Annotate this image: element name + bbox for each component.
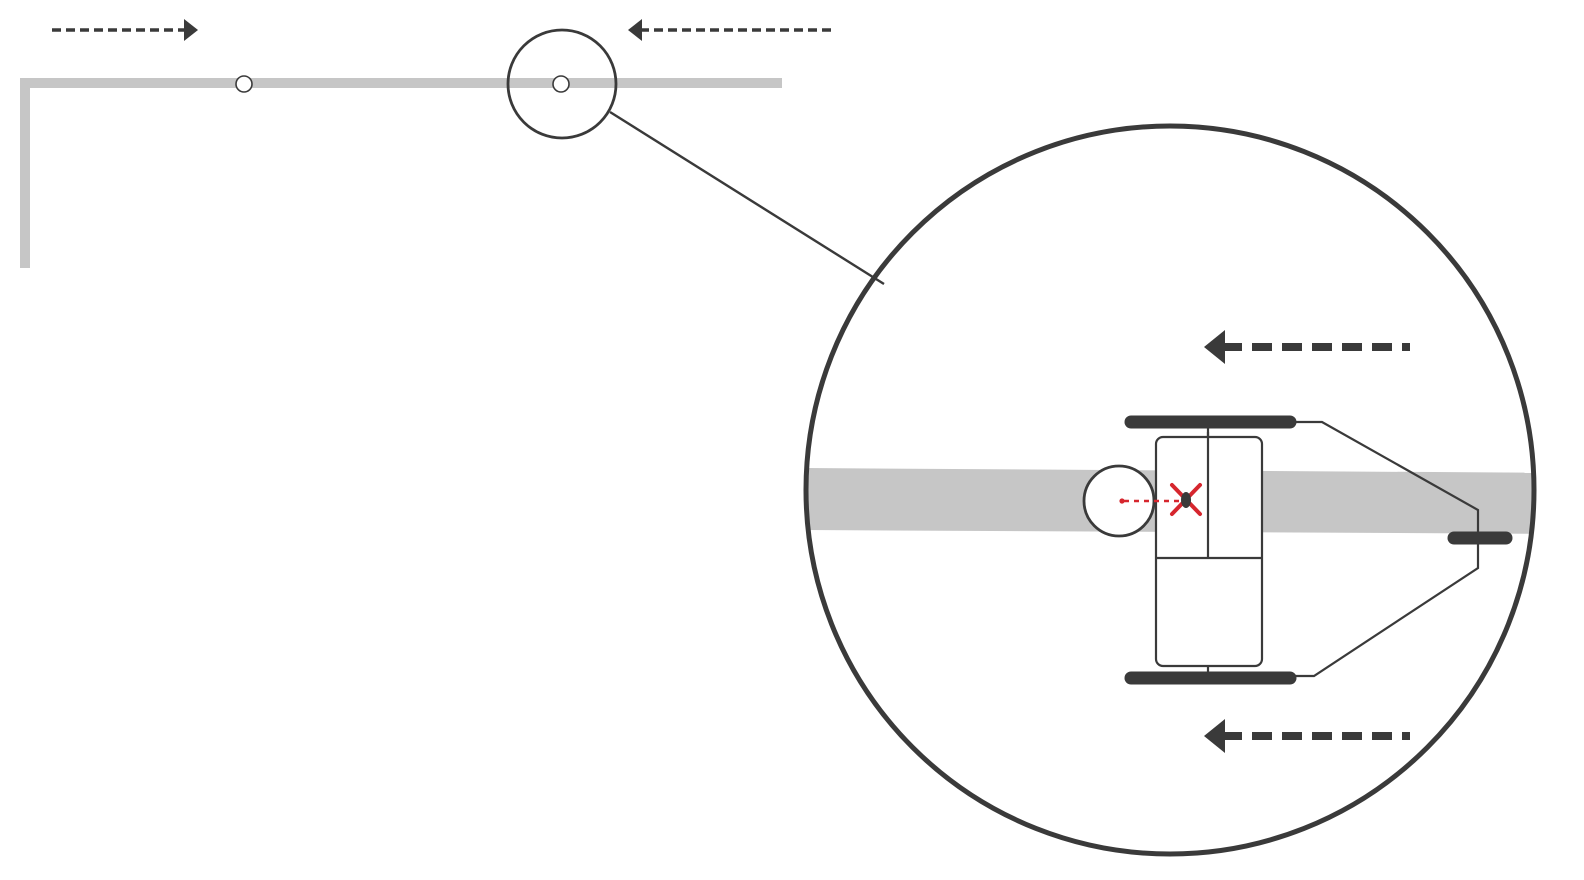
magnifier-leader-line xyxy=(609,110,885,286)
detail-circle-outline xyxy=(803,123,1537,857)
waypoint-marker xyxy=(235,75,253,93)
motion-arrow-left-upper xyxy=(1204,330,1410,364)
motion-arrow-left-lower xyxy=(1204,719,1410,753)
overview-map xyxy=(20,19,885,286)
track-line xyxy=(20,78,782,268)
waypoint-marker xyxy=(552,75,570,93)
sensor-target-marker xyxy=(1170,483,1202,516)
magnifier-circle xyxy=(506,28,618,140)
robot-frame xyxy=(1292,420,1480,678)
caster-wheel xyxy=(1082,464,1156,538)
magnified-detail-circle xyxy=(803,123,1537,857)
robot xyxy=(1082,415,1513,685)
sensor-origin-dot xyxy=(1119,498,1125,504)
direction-arrow-right xyxy=(52,19,198,41)
sensor-icon xyxy=(1181,492,1191,508)
direction-arrow-left xyxy=(628,19,836,41)
